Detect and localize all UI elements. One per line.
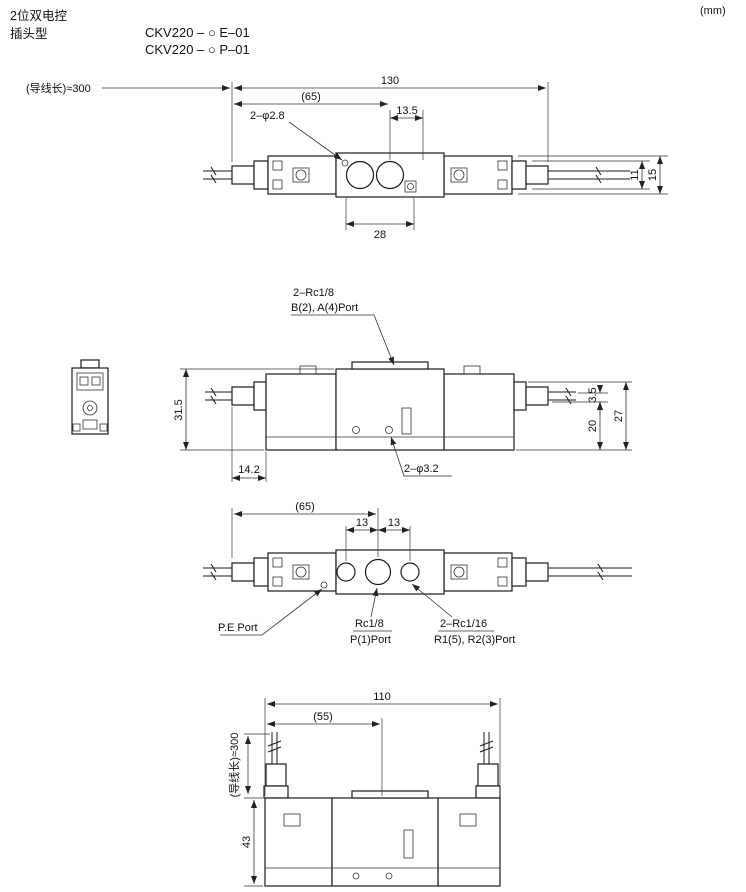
- plug-left: [231, 562, 255, 582]
- valve-body: [335, 152, 445, 198]
- lead-wires-right: [548, 387, 576, 405]
- label-2-rc18: 2–Rc1/8: [293, 287, 334, 299]
- label-p1-port: P(1)Port: [350, 634, 391, 646]
- dim-lead-length: (导线长)≈300: [227, 733, 241, 798]
- valve-body: [331, 797, 439, 887]
- front-body-details: [266, 365, 514, 438]
- side-view-dimensions: 110 (55) (导线长)≈300 43: [227, 691, 501, 887]
- unit-label: (mm): [700, 5, 726, 17]
- solenoid-left-details: [272, 557, 310, 587]
- hole-phi28-1: [341, 159, 349, 167]
- solenoid-right: [437, 797, 501, 887]
- plug-right: [525, 165, 549, 185]
- label-2-phi28: 2–φ2.8: [250, 110, 285, 122]
- lead-wires-left: [203, 166, 232, 184]
- label-pe-port: P.E Port: [218, 622, 258, 634]
- solenoid-left-details: [272, 160, 310, 190]
- dim-13-right: 13: [388, 517, 400, 529]
- dim-31-5: 31.5: [173, 399, 185, 420]
- connector-right: [475, 785, 501, 799]
- mount-hole-1: [352, 426, 360, 434]
- solenoid-left: [265, 373, 337, 451]
- model-number-e: CKV220 – ○ E–01: [145, 25, 250, 40]
- hole-detail-box: [404, 180, 417, 193]
- label-2-phi32: 2–φ3.2: [404, 463, 439, 475]
- lead-wires-right: [548, 563, 632, 581]
- plug-left: [231, 386, 255, 406]
- connector-left: [253, 381, 267, 411]
- solenoid-left: [267, 155, 337, 195]
- plug-right: [477, 763, 499, 787]
- header: 2位双电控 插头型 CKV220 – ○ E–01 CKV220 – ○ P–0…: [10, 5, 726, 57]
- label-rc18: Rc1/8: [355, 618, 384, 630]
- port-circle-left: [345, 160, 375, 190]
- end-view-details: [72, 372, 108, 432]
- dim-110: 110: [373, 691, 391, 703]
- end-view: [71, 359, 109, 435]
- port-r1: [336, 562, 356, 582]
- dim-3-5: 3.5: [587, 387, 599, 402]
- solenoid-right-details: [450, 160, 508, 190]
- top-block: [351, 361, 429, 370]
- dim-27: 27: [613, 410, 625, 422]
- connector-left: [253, 557, 269, 587]
- bottom-view: (65) 13 13 P.E Port Rc1/8 P(1)Port 2–Rc1…: [203, 501, 632, 646]
- dim-14-2: 14.2: [238, 464, 259, 476]
- dim-20: 20: [587, 420, 599, 432]
- dim-13-5: 13.5: [396, 105, 417, 117]
- dim-43: 43: [241, 836, 253, 848]
- model-number-p: CKV220 – ○ P–01: [145, 42, 250, 57]
- solenoid-right: [443, 552, 513, 592]
- connector-left: [253, 160, 269, 190]
- valve-body: [335, 368, 445, 451]
- dim-130: 130: [381, 75, 399, 87]
- plug-right: [525, 386, 549, 406]
- side-view: 110 (55) (导线长)≈300 43: [227, 691, 501, 887]
- solenoid-right-details: [450, 557, 508, 587]
- top-view-dimensions: (导线长)≈300 130 (65) 2–φ2.8 13.5 28 11 15: [26, 75, 668, 241]
- dim-65: (65): [295, 501, 315, 513]
- lead-wires-right: [548, 166, 630, 184]
- front-view: 2–Rc1/8 B(2), A(4)Port 31.5 3.5 20 27 14…: [71, 287, 632, 482]
- hole-phi28-2: [407, 183, 414, 190]
- top-view: (导线长)≈300 130 (65) 2–φ2.8 13.5 28 11 15: [26, 75, 668, 241]
- label-ba-ports: B(2), A(4)Port: [291, 302, 358, 314]
- connector-left: [263, 785, 289, 799]
- page-title-line1: 2位双电控: [10, 8, 67, 23]
- lead-wires-left: [203, 563, 232, 581]
- connector-right: [511, 557, 527, 587]
- lead-wires-left: [205, 387, 232, 405]
- dim-28: 28: [374, 229, 386, 241]
- front-view-dimensions: 2–Rc1/8 B(2), A(4)Port 31.5 3.5 20 27 14…: [173, 287, 632, 482]
- dim-lead-length: (导线长)≈300: [26, 81, 91, 95]
- port-circle-right: [375, 160, 405, 190]
- solenoid-left: [267, 552, 337, 592]
- dim-11: 11: [629, 169, 641, 180]
- dim-55: (55): [313, 711, 333, 723]
- page-title-line2: 插头型: [10, 27, 48, 41]
- plug-left: [231, 165, 255, 185]
- lead-wires-left: [267, 732, 282, 764]
- solenoid-left: [264, 797, 333, 887]
- dim-13-left: 13: [356, 517, 368, 529]
- end-view-cap: [80, 359, 100, 369]
- port-r2: [400, 562, 420, 582]
- connector-right: [513, 381, 527, 411]
- solenoid-right: [443, 373, 515, 451]
- mount-hole-2: [385, 426, 393, 434]
- plug-right: [525, 562, 549, 582]
- connector-right: [511, 160, 527, 190]
- top-block: [351, 790, 429, 799]
- plug-left: [265, 763, 287, 787]
- bottom-view-dimensions: (65) 13 13 P.E Port Rc1/8 P(1)Port 2–Rc1…: [218, 501, 515, 646]
- port-pe: [320, 581, 328, 589]
- label-2-rc116: 2–Rc1/16: [440, 618, 487, 630]
- side-body-details: [265, 813, 500, 880]
- label-r-ports: R1(5), R2(3)Port: [434, 634, 515, 646]
- port-p: [364, 558, 392, 586]
- dim-15: 15: [647, 169, 659, 181]
- dim-65: (65): [301, 91, 321, 103]
- lead-wires-right: [479, 732, 494, 764]
